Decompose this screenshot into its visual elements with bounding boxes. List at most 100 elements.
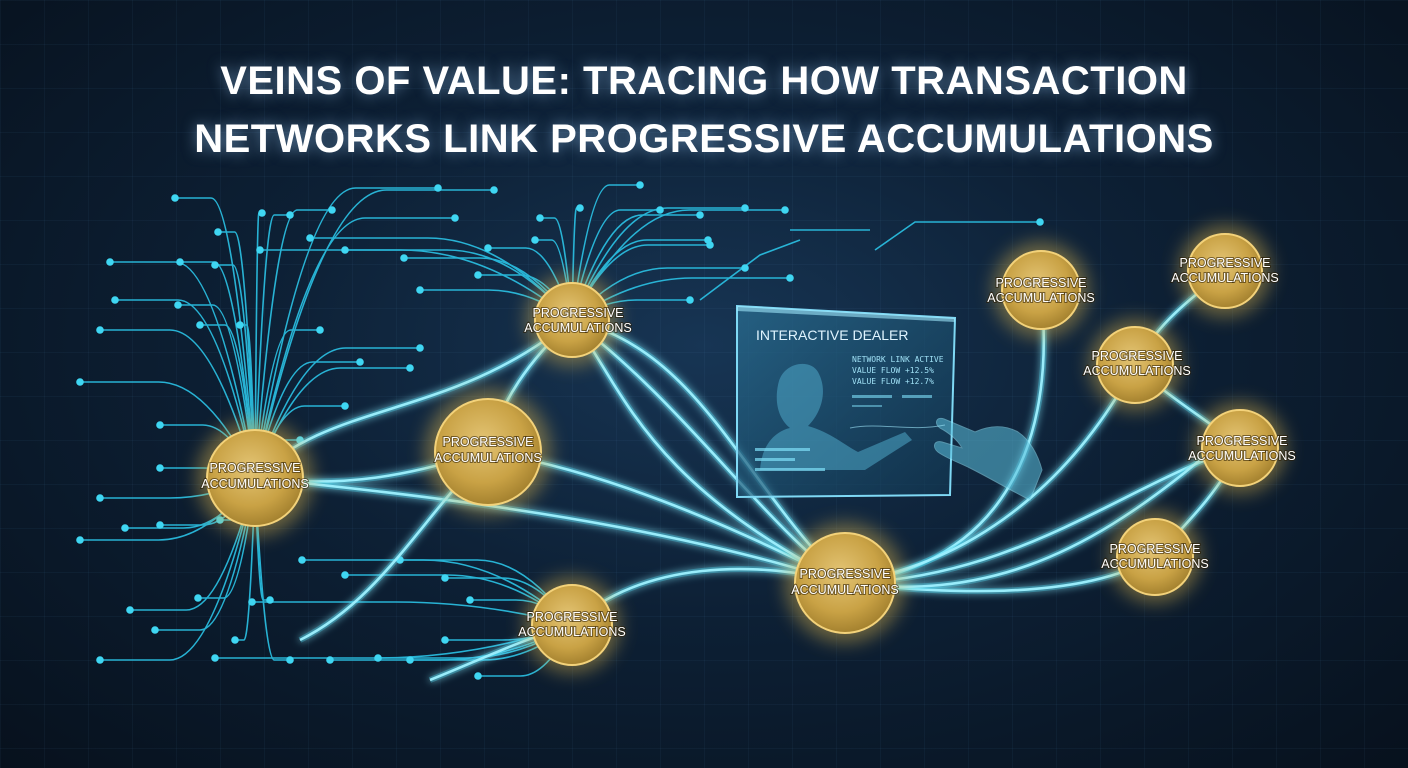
node-10-label-line-2: ACCUMULATIONS (1101, 557, 1208, 571)
circuit-trace (254, 187, 438, 479)
trace-endpoint-dot (286, 211, 294, 219)
trace-endpoint-dot (576, 204, 584, 212)
node-7-label-line-1: PROGRESSIVE (1180, 256, 1271, 270)
trace-endpoint-dot (306, 234, 314, 242)
trace-endpoint-dot (248, 598, 256, 606)
node-10-label-line-1: PROGRESSIVE (1110, 542, 1201, 556)
trace-endpoint-dot (531, 236, 539, 244)
trace-endpoint-dot (434, 184, 442, 192)
trace-endpoint-dot (328, 206, 336, 214)
trace-endpoint-dot (490, 186, 498, 194)
trace-endpoint-dot (696, 211, 704, 219)
trace-endpoint-dot (214, 228, 222, 236)
circuit-trace (699, 239, 801, 301)
trace-endpoint-dot (171, 194, 179, 202)
trace-endpoint-dot (194, 594, 202, 602)
trace-endpoint-dot (326, 656, 334, 664)
circuit-trace (254, 217, 455, 479)
node-progressive-accumulations-10[interactable]: PROGRESSIVE ACCUMULATIONS (1100, 511, 1210, 603)
trace-endpoint-dot (451, 214, 459, 222)
node-4-label-line-1: PROGRESSIVE (527, 610, 618, 624)
node-2-label-line-1: PROGRESSIVE (443, 435, 534, 449)
node-5-label-line-2: ACCUMULATIONS (791, 583, 898, 597)
node-progressive-accumulations-3[interactable]: PROGRESSIVE ACCUMULATIONS (523, 274, 633, 366)
trace-endpoint-dot (256, 246, 264, 254)
node-2-label-line-2: ACCUMULATIONS (434, 451, 541, 465)
circuit-trace (260, 249, 573, 321)
node-1-label-line-1: PROGRESSIVE (210, 461, 301, 475)
trace-endpoint-dot (706, 241, 714, 249)
circuit-trace (252, 601, 573, 626)
trace-endpoint-dot (441, 574, 449, 582)
trace-endpoint-dot (400, 254, 408, 262)
node-5-label-line-1: PROGRESSIVE (800, 567, 891, 581)
trace-endpoint-dot (156, 421, 164, 429)
node-9-label-line-1: PROGRESSIVE (1197, 434, 1288, 448)
trace-endpoint-dot (406, 364, 414, 372)
trace-endpoint-dot (536, 214, 544, 222)
trace-endpoint-dot (111, 296, 119, 304)
trace-endpoint-dot (174, 301, 182, 309)
node-progressive-accumulations-4[interactable]: PROGRESSIVE ACCUMULATIONS (517, 577, 627, 673)
panel-title: INTERACTIVE DEALER (756, 327, 908, 343)
trace-endpoint-dot (406, 656, 414, 664)
trace-endpoint-dot (266, 596, 274, 604)
trace-endpoint-dot (441, 636, 449, 644)
trace-endpoint-dot (741, 204, 749, 212)
node-progressive-accumulations-2[interactable]: PROGRESSIVE ACCUMULATIONS (425, 389, 551, 515)
trace-endpoint-dot (656, 206, 664, 214)
trace-endpoint-dot (1036, 218, 1044, 226)
trace-endpoint-dot (176, 258, 184, 266)
node-progressive-accumulations-8[interactable]: PROGRESSIVE ACCUMULATIONS (1082, 319, 1192, 411)
node-progressive-accumulations-6[interactable]: PROGRESSIVE ACCUMULATIONS (986, 242, 1096, 338)
trace-endpoint-dot (258, 209, 266, 217)
node-6-label-line-2: ACCUMULATIONS (987, 291, 1094, 305)
trace-endpoint-dot (286, 656, 294, 664)
trace-endpoint-dot (416, 344, 424, 352)
trace-endpoint-dot (636, 181, 644, 189)
trace-endpoint-dot (96, 494, 104, 502)
node-1-label-line-2: ACCUMULATIONS (201, 477, 308, 491)
trace-endpoint-dot (416, 286, 424, 294)
circuit-trace (254, 214, 290, 479)
node-progressive-accumulations-5[interactable]: PROGRESSIVE ACCUMULATIONS (785, 523, 905, 643)
title-line-2: NETWORKS LINK PROGRESSIVE ACCUMULATIONS (194, 117, 1214, 161)
trace-endpoint-dot (76, 378, 84, 386)
dealer-avatar-icon (760, 363, 912, 470)
trace-endpoint-dot (211, 654, 219, 662)
node-progressive-accumulations-1[interactable]: PROGRESSIVE ACCUMULATIONS (197, 420, 313, 536)
trace-endpoint-dot (781, 206, 789, 214)
title-line-1: VEINS OF VALUE: TRACING HOW TRANSACTION (220, 59, 1188, 103)
trace-endpoint-dot (341, 571, 349, 579)
node-4-label-line-2: ACCUMULATIONS (518, 625, 625, 639)
circuit-endpoints (76, 181, 1044, 680)
node-3-label-line-1: PROGRESSIVE (533, 306, 624, 320)
node-8-label-line-2: ACCUMULATIONS (1083, 364, 1190, 378)
trace-endpoint-dot (786, 274, 794, 282)
trace-endpoint-dot (356, 358, 364, 366)
trace-endpoint-dot (231, 636, 239, 644)
node-progressive-accumulations-7[interactable]: PROGRESSIVE ACCUMULATIONS (1170, 225, 1280, 317)
trace-endpoint-dot (76, 536, 84, 544)
trace-endpoint-dot (466, 596, 474, 604)
trace-endpoint-dot (236, 321, 244, 329)
trace-endpoint-dot (474, 271, 482, 279)
node-progressive-accumulations-9[interactable]: PROGRESSIVE ACCUMULATIONS (1187, 402, 1297, 494)
trace-endpoint-dot (686, 296, 694, 304)
panel-status-line-1: NETWORK LINK ACTIVE (852, 355, 944, 364)
circuit-trace (254, 212, 262, 479)
trace-endpoint-dot (196, 321, 204, 329)
trace-endpoint-dot (106, 258, 114, 266)
interactive-dealer-panel[interactable]: INTERACTIVE DEALER NETWORK LINK ACTIVE V… (736, 304, 1043, 501)
trace-endpoint-dot (484, 244, 492, 252)
trace-endpoint-dot (298, 556, 306, 564)
node-6-label-line-1: PROGRESSIVE (996, 276, 1087, 290)
vein-core (254, 476, 846, 585)
page-title: VEINS OF VALUE: TRACING HOW TRANSACTION … (0, 52, 1408, 168)
trace-endpoint-dot (126, 606, 134, 614)
trace-endpoint-dot (96, 656, 104, 664)
trace-endpoint-dot (121, 524, 129, 532)
circuit-trace (254, 189, 494, 479)
node-8-label-line-1: PROGRESSIVE (1092, 349, 1183, 363)
